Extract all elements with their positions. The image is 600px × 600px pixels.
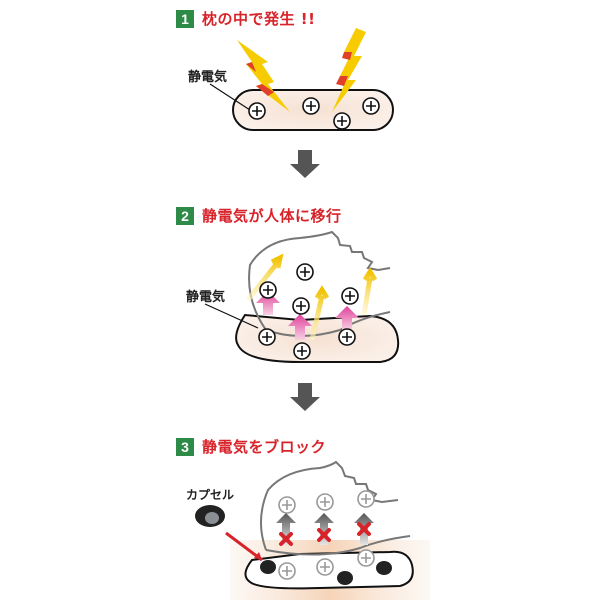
lightning-bolt-icon bbox=[237, 40, 290, 112]
capsules-in-pillow bbox=[260, 560, 392, 585]
step-2-title: 静電気が人体に移行 bbox=[202, 207, 342, 225]
positive-charge-icon bbox=[316, 493, 334, 511]
static-electricity-label-2: 静電気 bbox=[186, 290, 226, 305]
step-1-badge: 1 bbox=[176, 9, 194, 28]
positive-charge-icon bbox=[357, 549, 375, 567]
step-2-diagram bbox=[204, 230, 400, 363]
down-arrow-icon bbox=[290, 383, 320, 411]
positive-charge-icon bbox=[258, 328, 276, 346]
capsule-label: カプセル bbox=[186, 488, 235, 502]
positive-charge-icon bbox=[362, 97, 380, 115]
step-3-badge: 3 bbox=[176, 437, 194, 456]
yellow-transfer-arrows bbox=[246, 253, 378, 341]
positive-charge-icon bbox=[278, 496, 296, 514]
positive-charge-icon bbox=[248, 102, 266, 120]
step-1-header: 1 枕の中で発生 !! bbox=[176, 8, 315, 29]
step-1-title: 枕の中で発生 !! bbox=[202, 10, 316, 28]
charges-3 bbox=[278, 490, 375, 580]
positive-charge-icon bbox=[338, 328, 356, 346]
charges-2 bbox=[258, 263, 359, 360]
step-2-header: 2 静電気が人体に移行 bbox=[176, 205, 342, 226]
positive-charge-icon bbox=[357, 490, 375, 508]
block-x-icons bbox=[279, 522, 371, 546]
charges-1 bbox=[248, 97, 380, 130]
static-electricity-label-1: 静電気 bbox=[188, 70, 228, 85]
capsule-pointer bbox=[225, 531, 263, 562]
positive-charge-icon bbox=[302, 97, 320, 115]
positive-charge-icon bbox=[341, 287, 359, 305]
head-outline bbox=[260, 460, 399, 551]
step-3-diagram bbox=[195, 460, 430, 600]
positive-charge-icon bbox=[278, 562, 296, 580]
step-3-title: 静電気をブロック bbox=[202, 438, 327, 456]
step-2-badge: 2 bbox=[176, 206, 194, 225]
positive-charge-icon bbox=[293, 342, 311, 360]
positive-charge-icon bbox=[333, 112, 351, 130]
step-1-diagram bbox=[209, 28, 394, 131]
step-3-header: 3 静電気をブロック bbox=[176, 436, 326, 457]
pillow-2 bbox=[235, 313, 400, 363]
positive-charge-icon bbox=[316, 558, 334, 576]
positive-charge-icon bbox=[296, 263, 314, 281]
down-arrow-icon bbox=[290, 150, 320, 178]
positive-charge-icon bbox=[292, 297, 310, 315]
capsule-icon bbox=[195, 505, 225, 527]
lightning-bolt-icon bbox=[332, 28, 366, 112]
head-outline bbox=[248, 230, 391, 331]
positive-charge-icon bbox=[259, 281, 277, 299]
pink-transfer-arrows bbox=[256, 291, 359, 340]
